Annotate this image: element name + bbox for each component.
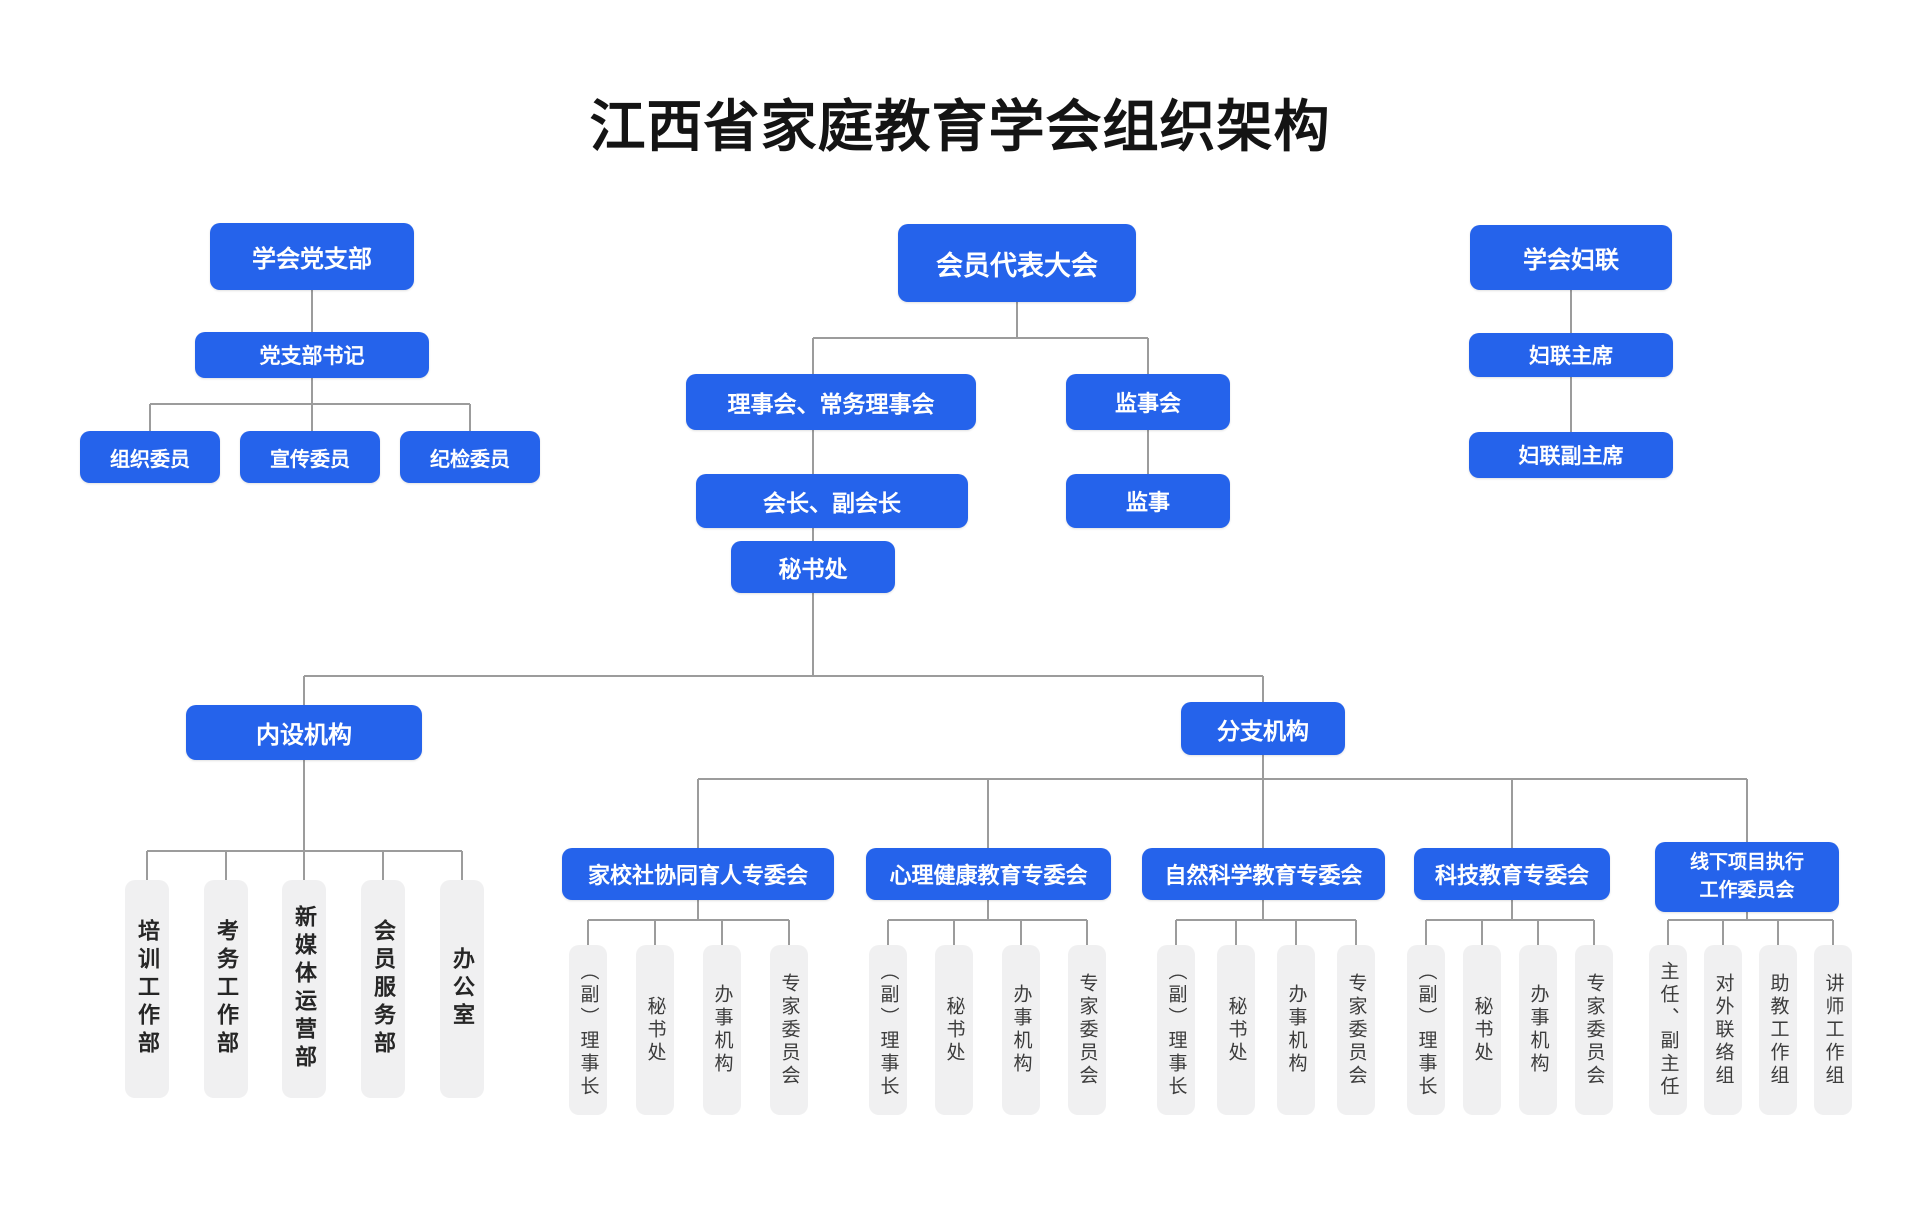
node-internal-organs: 内设机构 [186, 705, 422, 760]
node-dept-training: 培训工作部 [125, 880, 169, 1098]
node-c4-director: 主任、副主任 [1649, 945, 1687, 1115]
node-president-vice: 会长、副会长 [696, 474, 968, 528]
node-c0-admin-office: 办事机构 [703, 945, 741, 1115]
node-dept-office: 办公室 [440, 880, 484, 1098]
node-federation-vice-chair: 妇联副主席 [1469, 432, 1673, 478]
node-c2-secretariat: 秘书处 [1217, 945, 1255, 1115]
node-dept-member-service: 会员服务部 [361, 880, 405, 1098]
node-branch-organs: 分支机构 [1181, 702, 1345, 755]
node-federation-chair: 妇联主席 [1469, 333, 1673, 377]
node-committee-tech-education: 科技教育专委会 [1414, 848, 1610, 900]
node-c1-vice-chairman: （副）理事长 [869, 945, 907, 1115]
node-secretariat: 秘书处 [731, 541, 895, 593]
node-c2-vice-chairman: （副）理事长 [1157, 945, 1195, 1115]
node-womens-federation: 学会妇联 [1470, 225, 1672, 290]
committee-offline-line1: 线下项目执行 [1689, 852, 1804, 874]
page-title: 江西省家庭教育学会组织架构 [589, 95, 1331, 158]
node-supervisory-board: 监事会 [1066, 374, 1230, 430]
node-committee-family-school: 家校社协同育人专委会 [562, 848, 834, 900]
node-c1-secretariat: 秘书处 [935, 945, 973, 1115]
node-c0-expert-committee: 专家委员会 [770, 945, 808, 1115]
node-c0-secretariat: 秘书处 [636, 945, 674, 1115]
node-publicity-commissioner: 宣传委员 [240, 431, 380, 483]
node-council: 理事会、常务理事会 [686, 374, 976, 430]
node-supervisor: 监事 [1066, 474, 1230, 528]
node-c2-expert-committee: 专家委员会 [1337, 945, 1375, 1115]
node-committee-natural-science: 自然科学教育专委会 [1142, 848, 1385, 900]
node-dept-examination: 考务工作部 [204, 880, 248, 1098]
node-c1-admin-office: 办事机构 [1002, 945, 1040, 1115]
node-c4-lecturer-group: 讲师工作组 [1814, 945, 1852, 1115]
node-discipline-commissioner: 纪检委员 [400, 431, 540, 483]
node-c3-secretariat: 秘书处 [1463, 945, 1501, 1115]
node-c3-admin-office: 办事机构 [1519, 945, 1557, 1115]
node-party-branch: 学会党支部 [210, 223, 414, 290]
node-c2-admin-office: 办事机构 [1277, 945, 1315, 1115]
node-c4-liaison-group: 对外联络组 [1704, 945, 1742, 1115]
node-c4-assistant-group: 助教工作组 [1759, 945, 1797, 1115]
node-org-commissioner: 组织委员 [80, 431, 220, 483]
node-c3-vice-chairman: （副）理事长 [1407, 945, 1445, 1115]
node-committee-offline-project: 线下项目执行 工作委员会 [1655, 842, 1839, 912]
node-c0-vice-chairman: （副）理事长 [569, 945, 607, 1115]
node-member-congress: 会员代表大会 [898, 224, 1136, 302]
node-party-secretary: 党支部书记 [195, 332, 429, 378]
node-dept-new-media: 新媒体运营部 [282, 880, 326, 1098]
node-committee-mental-health: 心理健康教育专委会 [866, 848, 1111, 900]
committee-offline-line2: 工作委员会 [1699, 880, 1795, 901]
node-c1-expert-committee: 专家委员会 [1068, 945, 1106, 1115]
node-c3-expert-committee: 专家委员会 [1575, 945, 1613, 1115]
